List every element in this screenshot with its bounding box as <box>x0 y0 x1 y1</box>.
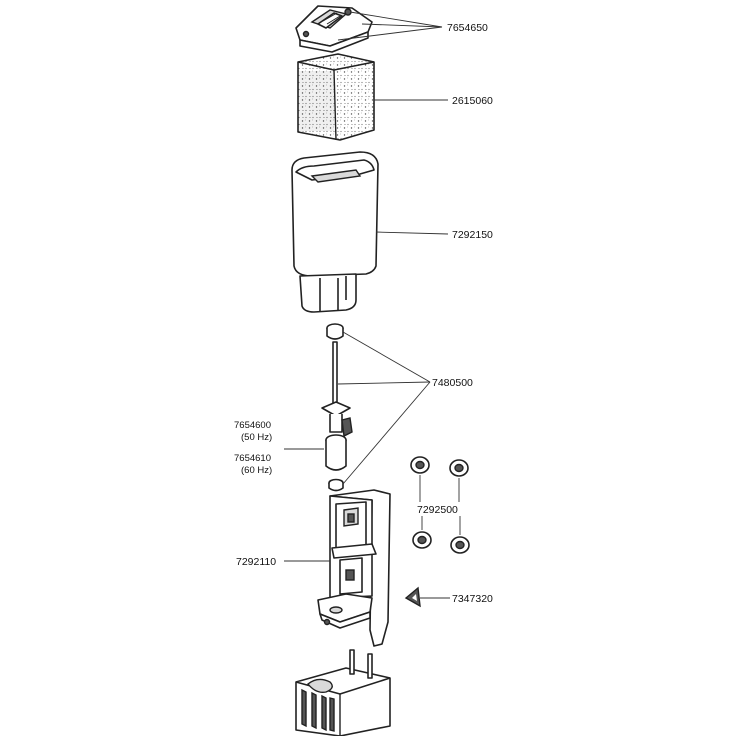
impeller-60hz-note: (60 Hz) <box>241 465 272 476</box>
mounting-bracket <box>317 489 391 647</box>
part-number-sponge: 2615060 <box>452 95 493 107</box>
part-number-clip: 7347320 <box>452 593 493 605</box>
part-number-impeller-50hz: 7654600 <box>234 420 271 431</box>
motor-unit <box>295 649 391 736</box>
lid-leader-lines <box>337 11 443 41</box>
impeller-50hz-note: (50 Hz) <box>241 432 272 443</box>
housing-leader <box>375 231 449 235</box>
shaft-bushing-top <box>326 323 344 340</box>
filter-sponge <box>297 53 375 141</box>
part-number-suction-cups: 7292500 <box>417 504 458 516</box>
part-number-housing: 7292150 <box>452 229 493 241</box>
suction-cup-top-left <box>410 456 430 474</box>
part-number-impeller-60hz: 7654610 <box>234 453 271 464</box>
suction-cup-bottom-right <box>450 536 470 554</box>
part-number-lid: 7654650 <box>447 22 488 34</box>
part-number-shaft-set: 7480500 <box>432 377 473 389</box>
filter-housing <box>291 151 379 313</box>
suction-cup-leader-lines <box>419 475 461 535</box>
clip <box>404 586 421 608</box>
suction-cup-top-right <box>449 459 469 477</box>
part-number-bracket: 7292110 <box>236 556 276 568</box>
suction-cup-bottom-left <box>412 531 432 549</box>
impeller-shaft <box>332 341 338 407</box>
shaft-bushing-bottom <box>328 478 344 492</box>
shaft-set-leader-lines <box>337 331 431 485</box>
filter-lid <box>295 5 373 53</box>
impeller <box>321 401 353 471</box>
